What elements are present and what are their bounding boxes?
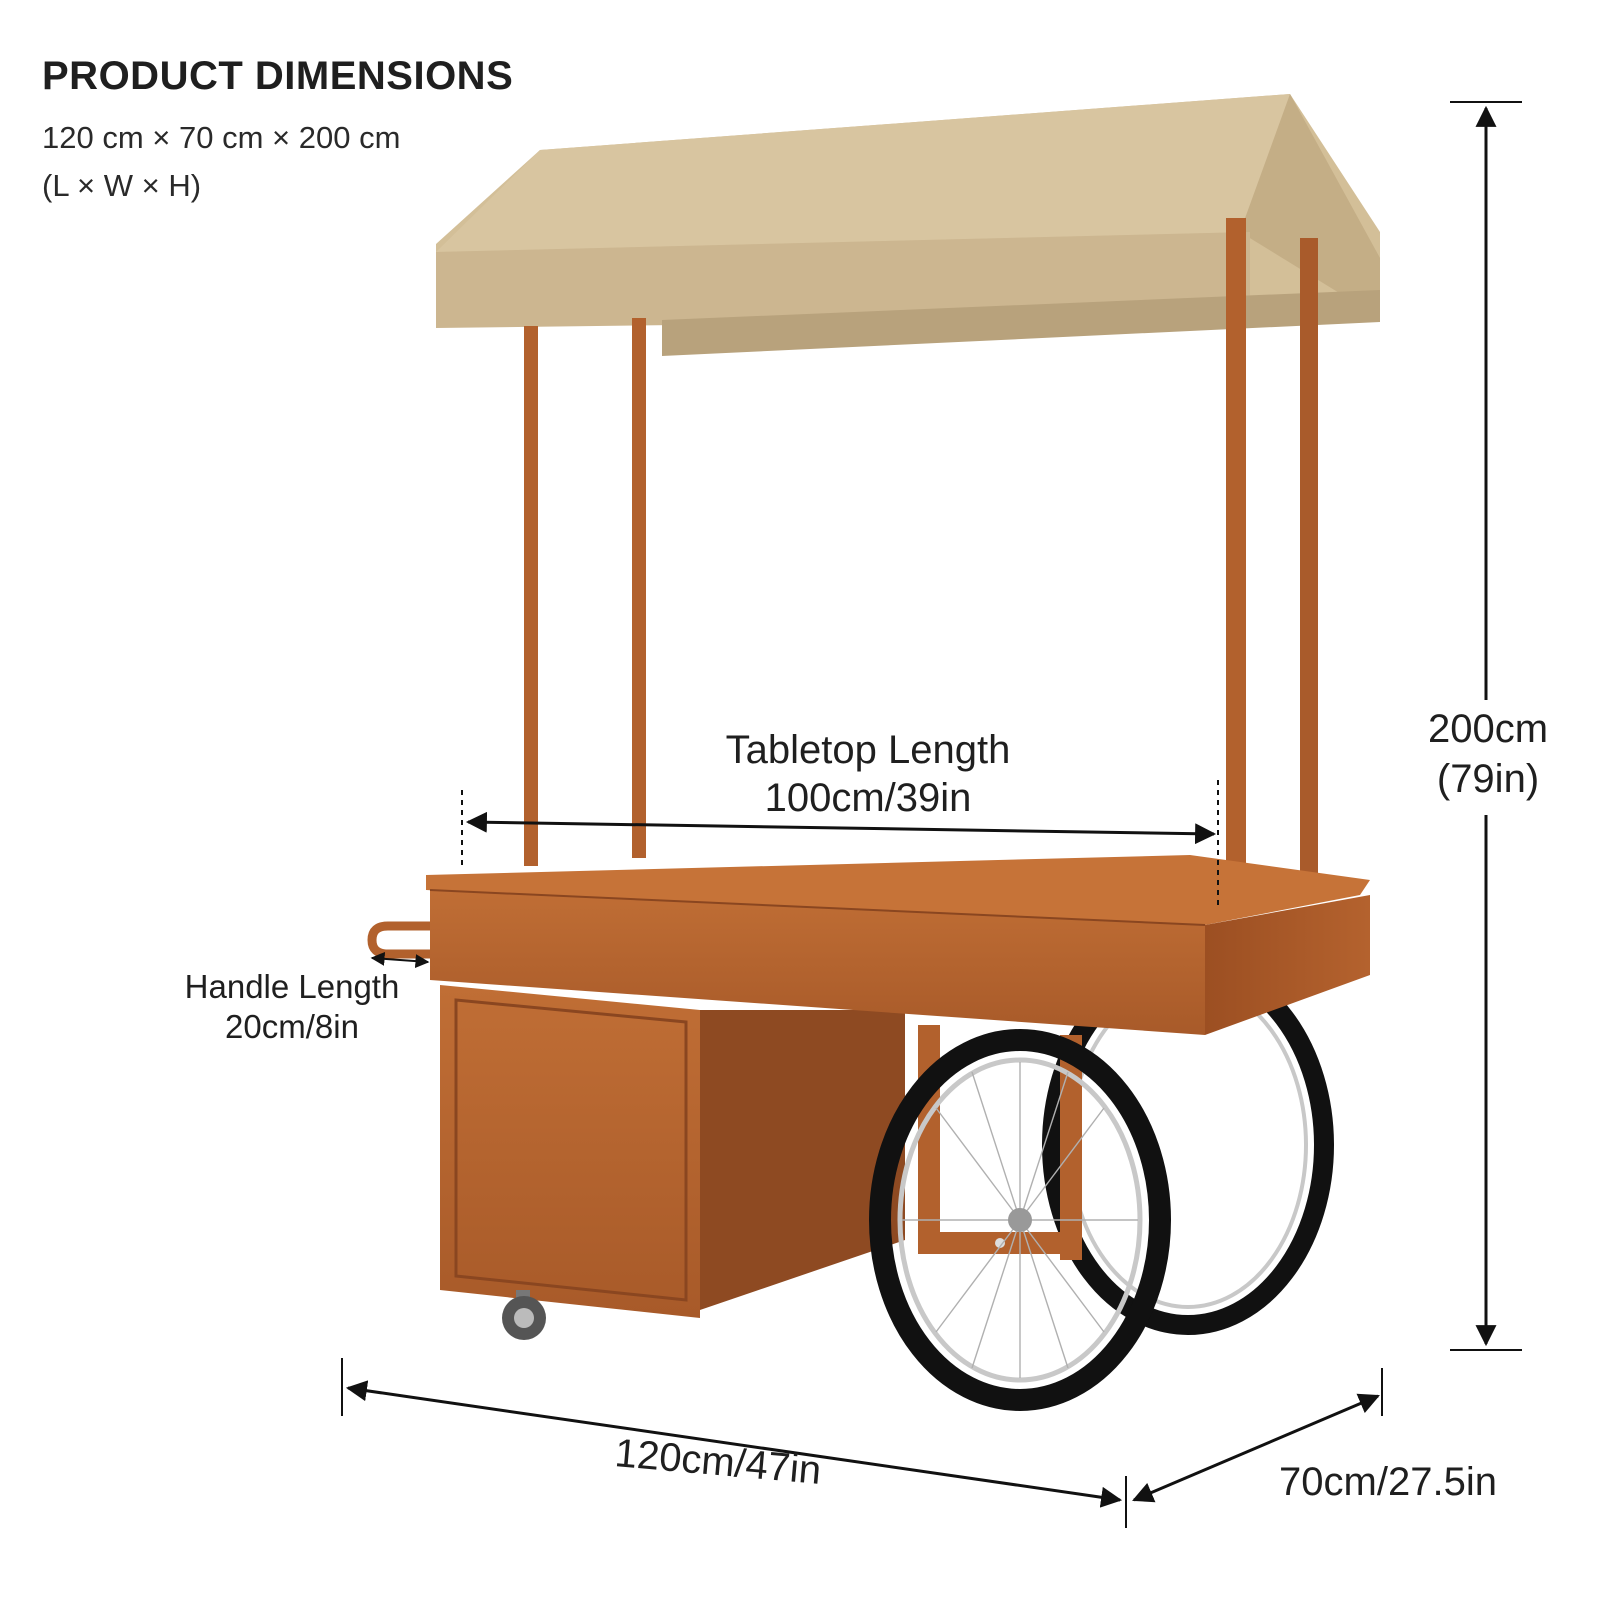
tabletop-dimension-line [461, 780, 1219, 910]
handle-length-label: Handle Length [184, 968, 400, 1005]
tabletop-length-label: Tabletop Length [725, 728, 1011, 772]
cabinet [440, 985, 905, 1318]
height-dimension-line [1450, 101, 1522, 1351]
height-value: 200cm [1427, 707, 1549, 751]
tabletop [426, 855, 1370, 1035]
length-dimension-line [341, 1358, 1127, 1528]
tabletop-length-value: 100cm/39in [764, 776, 972, 820]
page-title: PRODUCT DIMENSIONS [42, 54, 514, 98]
width-value: 70cm/27.5in [1279, 1460, 1497, 1504]
canopy [436, 94, 1380, 356]
handle [367, 921, 430, 959]
handle-length-value: 20cm/8in [225, 1008, 359, 1045]
dimension-order: (L × W × H) [42, 168, 202, 203]
width-dimension-line [1132, 1368, 1383, 1503]
overall-dimensions: 120 cm × 70 cm × 200 cm [42, 120, 401, 155]
caster-wheel [502, 1290, 546, 1340]
canopy-posts [524, 218, 1318, 898]
handle-dimension-line [370, 951, 430, 969]
front-wheel [869, 1029, 1171, 1411]
height-value-inches: (79in) [1436, 757, 1540, 801]
